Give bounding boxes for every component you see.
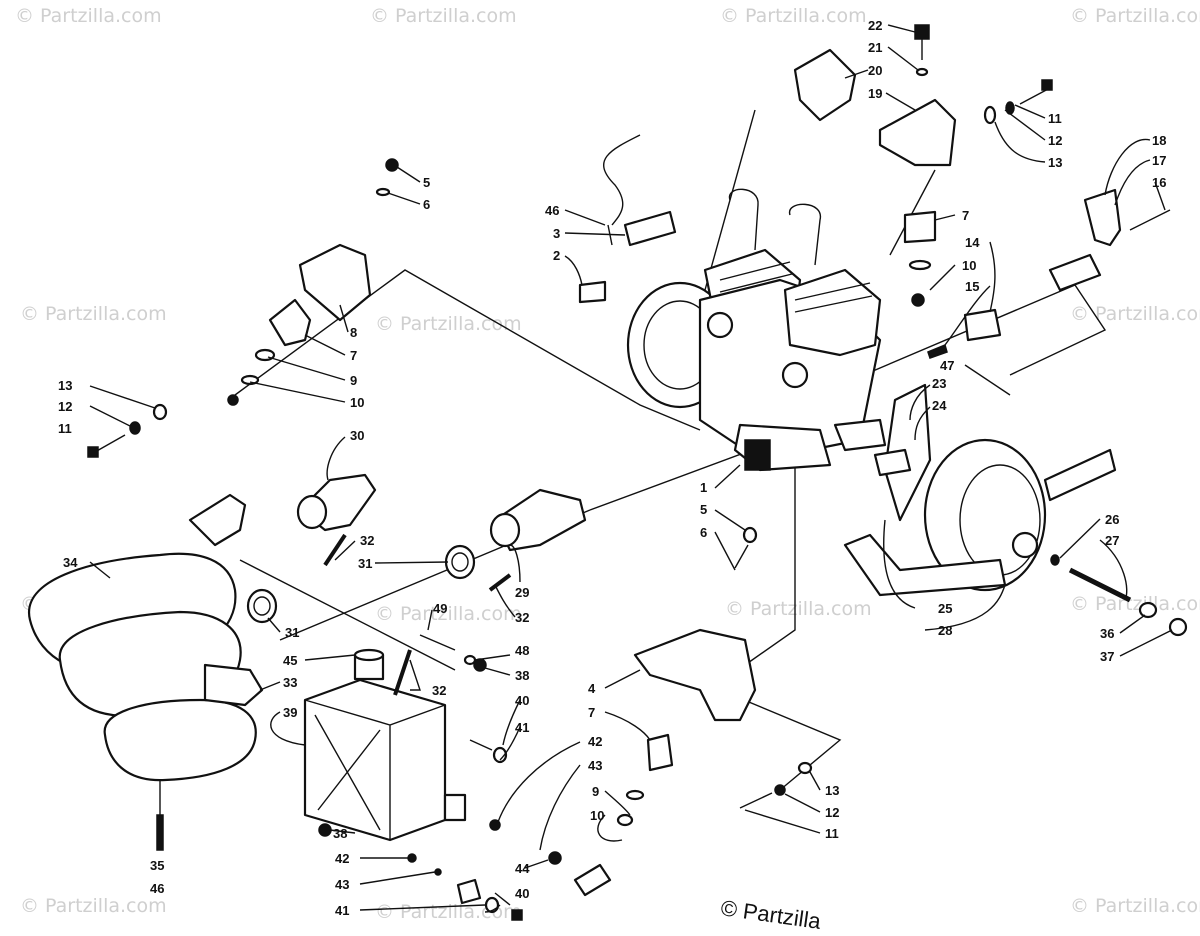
- callout-label: 21: [868, 40, 882, 55]
- assembly-lines: [234, 109, 1107, 791]
- callout-label: 10: [962, 258, 976, 273]
- callout-label: 13: [825, 783, 839, 798]
- callout-label: 11: [825, 826, 839, 841]
- callout-label: 32: [515, 610, 529, 625]
- oil-tank: [303, 634, 487, 842]
- callout-label: 32: [360, 533, 374, 548]
- callout-label: 37: [1100, 649, 1114, 664]
- callout-label: 42: [588, 734, 602, 749]
- callout-label: 8: [350, 325, 357, 340]
- upper-small-parts: [578, 24, 1171, 359]
- callout-label: 28: [938, 623, 952, 638]
- callout-label: 2: [553, 248, 560, 263]
- callout-label: 16: [1152, 175, 1166, 190]
- watermark: © Partzilla.com: [15, 5, 162, 27]
- callout-label: 26: [1105, 512, 1119, 527]
- callout-label: 49: [433, 601, 447, 616]
- callout-label: 41: [335, 903, 349, 918]
- callout-label: 5: [423, 175, 430, 190]
- callout-label: 7: [350, 348, 357, 363]
- callout-label: 38: [515, 668, 529, 683]
- callout-label: 27: [1105, 533, 1119, 548]
- callout-label: 30: [350, 428, 364, 443]
- callout-label: 47: [940, 358, 954, 373]
- callout-label: 12: [1048, 133, 1062, 148]
- callout-label: 6: [700, 525, 707, 540]
- callout-label: 20: [868, 63, 882, 78]
- callout-label: 31: [358, 556, 372, 571]
- watermark: © Partzilla.com: [1070, 895, 1200, 917]
- callout-label: 4: [588, 681, 596, 696]
- callout-label: 48: [515, 643, 529, 658]
- callout-label: 45: [283, 653, 297, 668]
- callout-label: 29: [515, 585, 529, 600]
- intake-parts: [246, 473, 587, 624]
- watermark: © Partzilla.com: [720, 5, 867, 27]
- callout-label: 42: [335, 851, 349, 866]
- callout-label: 40: [515, 693, 529, 708]
- callout-label: 3: [553, 226, 560, 241]
- callout-label: 44: [515, 861, 530, 876]
- callout-label: 12: [825, 805, 839, 820]
- callout-label: 43: [588, 758, 602, 773]
- callout-label: 41: [515, 720, 529, 735]
- callout-label: 13: [58, 378, 72, 393]
- engine-block: [626, 188, 887, 472]
- callout-label: 19: [868, 86, 882, 101]
- callout-label: 11: [58, 421, 72, 436]
- callout-label: 7: [962, 208, 969, 223]
- callout-label: 25: [938, 601, 952, 616]
- watermark: © Partzilla.com: [375, 603, 522, 625]
- callout-label: 46: [545, 203, 559, 218]
- callout-label: 35: [150, 858, 164, 873]
- callout-label: 9: [592, 784, 599, 799]
- callout-label: 14: [965, 235, 980, 250]
- callout-label: 38: [333, 826, 347, 841]
- callout-label: 10: [590, 808, 604, 823]
- exhaust-pipe: [27, 493, 264, 851]
- credit-text: © Partzilla: [719, 895, 823, 934]
- watermark: © Partzilla.com: [1070, 5, 1200, 27]
- callout-label: 22: [868, 18, 882, 33]
- callout-labels: 22 21 20 19 11 12 13 18 17 16 5 6 46 3 2…: [58, 18, 1166, 918]
- watermark: © Partzilla.com: [20, 895, 167, 917]
- callout-label: 31: [285, 625, 299, 640]
- callout-label: 15: [965, 279, 979, 294]
- watermark: © Partzilla.com: [20, 303, 167, 325]
- callout-label: 34: [63, 555, 78, 570]
- callout-label: 24: [932, 398, 947, 413]
- callout-label: 1: [700, 480, 707, 495]
- callout-label: 5: [700, 502, 707, 517]
- callout-label: 36: [1100, 626, 1114, 641]
- callout-label: 46: [150, 881, 164, 896]
- callout-label: 9: [350, 373, 357, 388]
- callout-label: 17: [1152, 153, 1166, 168]
- callout-label: 33: [283, 675, 297, 690]
- callout-label: 11: [1048, 111, 1062, 126]
- callout-label: 39: [283, 705, 297, 720]
- callout-label: 18: [1152, 133, 1166, 148]
- lower-mount: [407, 526, 813, 921]
- leader-lines: [89, 24, 1173, 913]
- watermark: © Partzilla.com: [375, 313, 522, 335]
- watermark: © Partzilla.com: [370, 5, 517, 27]
- callout-label: 10: [350, 395, 364, 410]
- watermark: © Partzilla.com: [725, 598, 872, 620]
- callout-label: 7: [588, 705, 595, 720]
- callout-label: 32: [432, 683, 446, 698]
- watermark: © Partzilla.com: [375, 901, 522, 923]
- drive-clutch: [843, 383, 1188, 637]
- callout-label: 23: [932, 376, 946, 391]
- left-mount-parts: [87, 158, 399, 458]
- watermark: © Partzilla.com: [1070, 593, 1200, 615]
- callout-label: 6: [423, 197, 430, 212]
- callout-label: 12: [58, 399, 72, 414]
- callout-label: 13: [1048, 155, 1062, 170]
- callout-label: 40: [515, 886, 529, 901]
- watermark: © Partzilla.com: [1070, 303, 1200, 325]
- callout-label: 43: [335, 877, 349, 892]
